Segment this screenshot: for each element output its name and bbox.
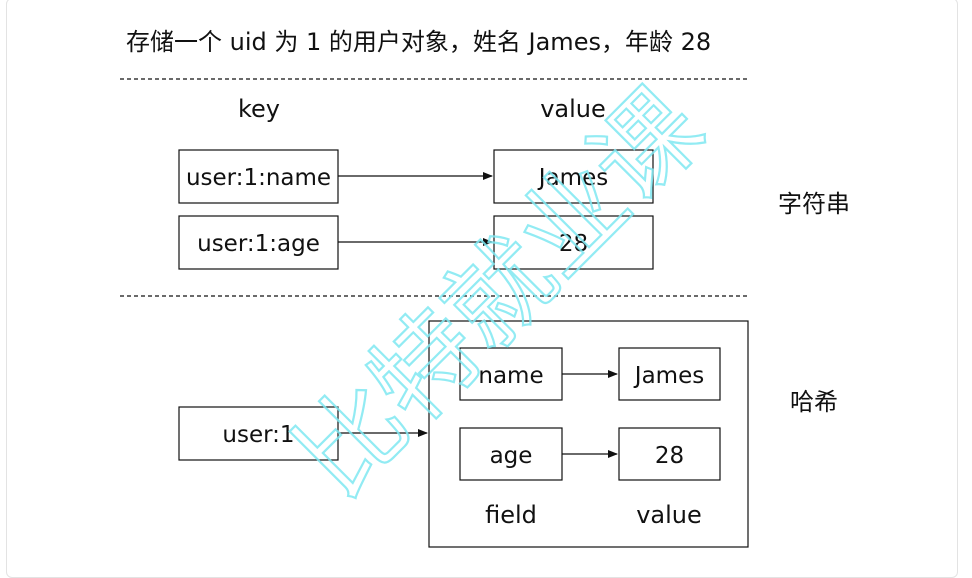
string-value-label: 28	[559, 231, 588, 257]
string-section-label: 字符串	[778, 190, 850, 218]
hash-value-label: James	[633, 363, 704, 389]
value-header: value	[540, 95, 606, 123]
hash-value-label: 28	[655, 443, 684, 469]
hash-field-label: age	[490, 443, 533, 469]
diagram-svg: 存储一个 uid 为 1 的用户对象，姓名 James，年龄 28 key va…	[120, 28, 850, 548]
string-value-box	[493, 149, 654, 204]
string-value-label: James	[537, 165, 608, 191]
key-header: key	[238, 95, 280, 123]
hash-section-label: 哈希	[790, 388, 838, 416]
string-key-label: user:1:age	[197, 231, 320, 257]
hash-value-header: value	[636, 501, 702, 529]
caption: 存储一个 uid 为 1 的用户对象，姓名 James，年龄 28	[126, 28, 711, 56]
hash-container	[428, 320, 749, 548]
hash-value-box	[618, 347, 721, 401]
diagram-canvas: 存储一个 uid 为 1 的用户对象，姓名 James，年龄 28 key va…	[6, 0, 958, 578]
hash-key-label: user:1	[222, 422, 294, 448]
string-value-box	[493, 215, 654, 270]
hash-value-box	[618, 427, 721, 481]
hash-field-label: name	[478, 363, 543, 389]
string-key-label: user:1:name	[186, 165, 331, 191]
field-header: field	[485, 501, 537, 529]
